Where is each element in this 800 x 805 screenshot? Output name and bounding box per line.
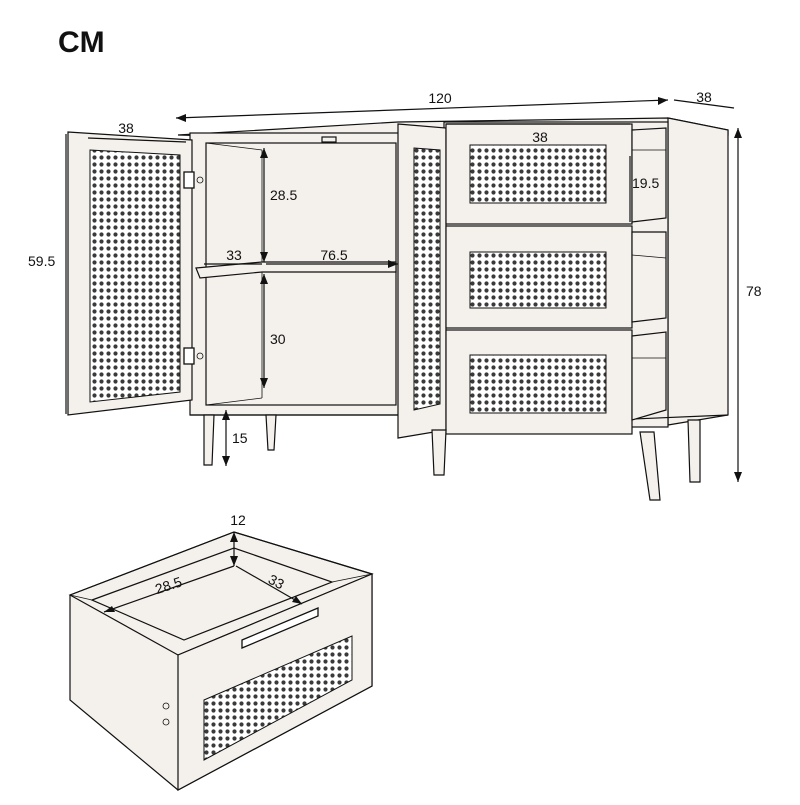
upper-compartment-height-label: 28.5 [270, 187, 297, 203]
left-door-open [67, 131, 204, 416]
drawer-top [445, 123, 667, 225]
overall-depth-label: 38 [696, 89, 712, 105]
door-width-label: 38 [118, 120, 134, 136]
shelf-width-label: 76.5 [320, 247, 347, 263]
drawer-bottom [445, 329, 667, 435]
drawer-inner-length-label: 33 [266, 571, 287, 593]
lower-compartment-height-label: 30 [270, 331, 286, 347]
side-panel [667, 117, 729, 426]
shelf [195, 261, 397, 279]
drawer-front-width-label: 38 [532, 129, 548, 145]
legs [203, 414, 701, 501]
drawer-dimension-lines [103, 532, 303, 613]
leg-height-label: 15 [232, 430, 248, 446]
hinge-icon [183, 347, 195, 365]
drawer-inner-depth-label: 12 [230, 512, 246, 528]
overall-height-label: 78 [746, 283, 762, 299]
unit-label: CM [58, 26, 105, 59]
hinge-icon [183, 171, 195, 189]
overall-width-label: 120 [428, 90, 452, 106]
door-height-label: 59.5 [28, 253, 55, 269]
shelf-depth-label: 33 [226, 247, 242, 263]
drawer-height-label: 19.5 [632, 175, 659, 191]
middle-door-open [397, 123, 447, 439]
drawer-detail [68, 531, 374, 792]
drawer-middle [445, 225, 667, 329]
dimension-lines [65, 97, 742, 482]
